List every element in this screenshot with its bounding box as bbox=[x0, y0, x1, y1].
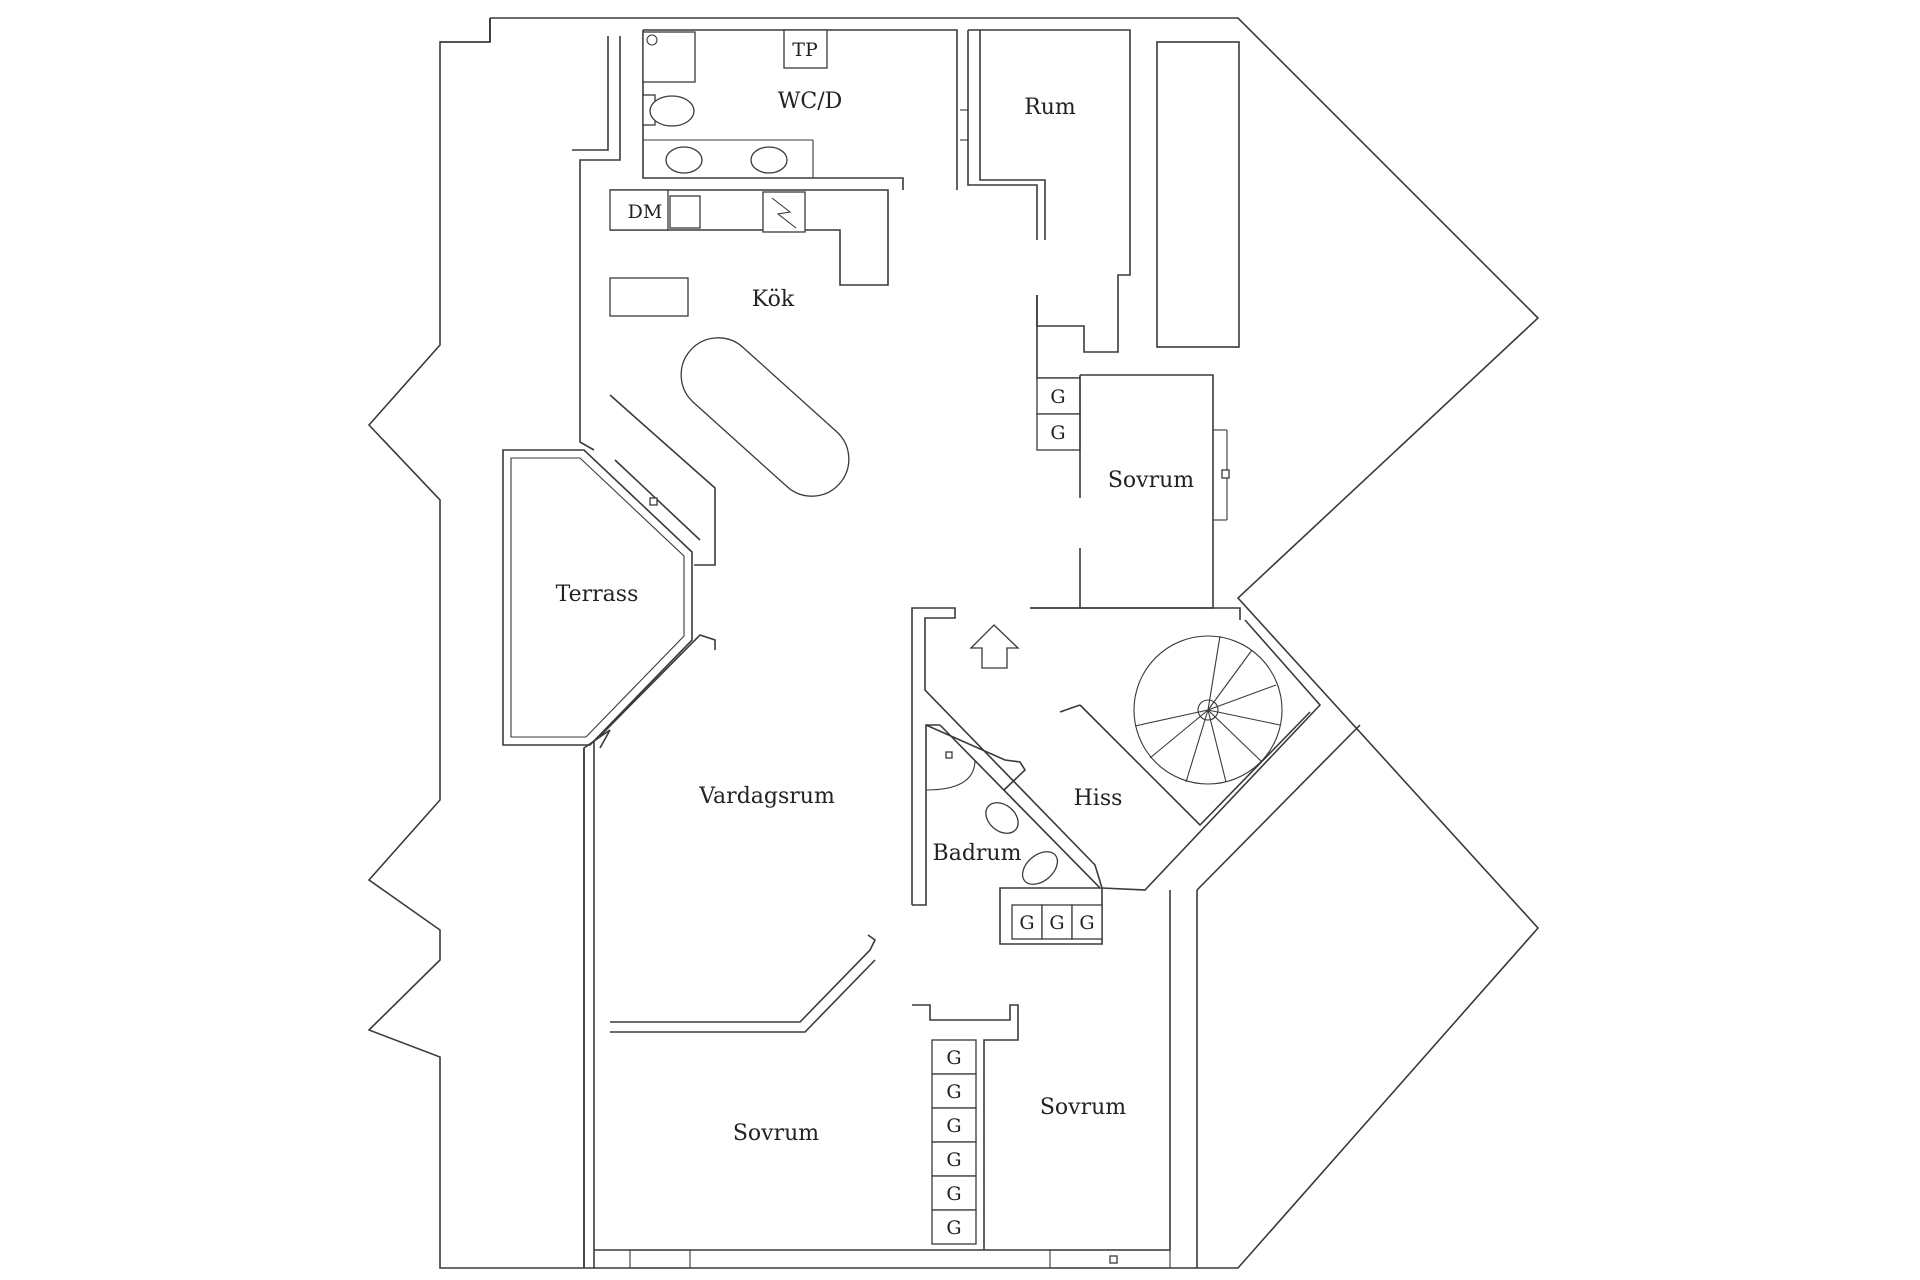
bath-toilet bbox=[1021, 851, 1059, 885]
room-label-vardagsrum: Vardagsrum bbox=[698, 784, 835, 809]
counter-west bbox=[609, 277, 689, 317]
room-label-wc: WC/D bbox=[778, 89, 843, 114]
room-label-sovrum-sw: Sovrum bbox=[733, 1121, 819, 1146]
tp-box bbox=[783, 29, 828, 69]
kitchen-sink bbox=[669, 195, 701, 229]
room-sovrum-south: G G G G G G Sovrum Sovrum bbox=[594, 890, 1198, 1269]
up-arrow-icon bbox=[969, 624, 1020, 669]
closet-label: G bbox=[1049, 912, 1064, 934]
east-storage bbox=[1156, 41, 1240, 348]
closet-label: G bbox=[1050, 386, 1065, 408]
room-label-rum: Rum bbox=[1024, 95, 1076, 120]
spiral-stair-icon bbox=[1133, 635, 1283, 785]
stove bbox=[762, 191, 806, 233]
dm-label: DM bbox=[628, 201, 663, 223]
closet-column: G G G G G G bbox=[931, 1039, 977, 1245]
sink-left bbox=[665, 146, 703, 174]
room-label-badrum: Badrum bbox=[933, 841, 1022, 866]
tp-label: TP bbox=[792, 39, 818, 61]
closet-label: G bbox=[1019, 912, 1034, 934]
room-vardagsrum: Vardagsrum bbox=[610, 784, 877, 1033]
room-hiss: Hiss bbox=[911, 607, 1322, 905]
room-terrass: Terrass bbox=[502, 394, 716, 746]
bath-sink bbox=[985, 802, 1019, 834]
room-sovrum-east: Sovrum bbox=[1030, 374, 1230, 609]
closet-label: G bbox=[1079, 912, 1094, 934]
closet-stack-mid: G G bbox=[1036, 295, 1081, 451]
closet-label: G bbox=[946, 1047, 961, 1069]
room-badrum: Badrum bbox=[912, 724, 1103, 945]
dishwasher bbox=[609, 189, 669, 231]
closet-label: G bbox=[946, 1081, 961, 1103]
room-rum: Rum bbox=[960, 29, 1131, 353]
kitchen-island bbox=[680, 337, 850, 497]
closet-label: G bbox=[946, 1217, 961, 1239]
closet-row-south: G G G bbox=[1011, 904, 1103, 940]
room-label-sovrum-se: Sovrum bbox=[1040, 1095, 1126, 1120]
closet-label: G bbox=[946, 1183, 961, 1205]
sink-right bbox=[750, 146, 788, 174]
east-lower-wall bbox=[1196, 724, 1361, 891]
wc-room: TP WC/D bbox=[642, 29, 958, 190]
closet-label: G bbox=[946, 1115, 961, 1137]
closet-label: G bbox=[1050, 422, 1065, 444]
room-label-hiss: Hiss bbox=[1074, 786, 1123, 811]
shower-tray bbox=[642, 31, 696, 83]
outer-walls bbox=[367, 17, 1540, 1269]
room-kok: DM Kök bbox=[609, 189, 889, 497]
room-label-sovrum-east: Sovrum bbox=[1108, 468, 1194, 493]
room-label-kok: Kök bbox=[752, 287, 795, 312]
closet-label: G bbox=[946, 1149, 961, 1171]
room-label-terrass: Terrass bbox=[556, 582, 639, 607]
